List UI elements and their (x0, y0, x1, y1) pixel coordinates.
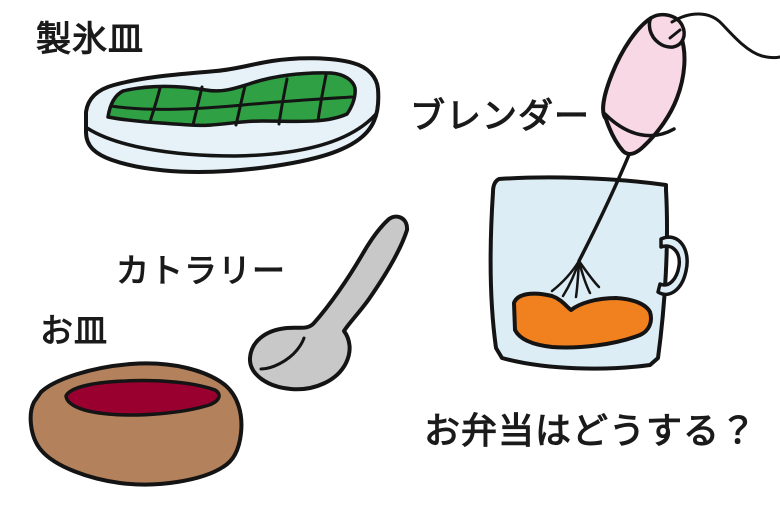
spoon-bowl-detail-line (259, 336, 306, 371)
whisk-wires (550, 259, 601, 299)
spoon-body (248, 214, 410, 392)
ice-cube-grid-lines (109, 73, 354, 127)
plate-label: お皿 (40, 312, 108, 349)
blender-label: ブレンダー (410, 97, 591, 136)
ice-tray-label: 製氷皿 (36, 20, 145, 59)
bowl-icon (28, 361, 244, 487)
ice-cube-tray-icon (84, 56, 381, 174)
mug-handle (656, 235, 689, 297)
caption-text: お弁当はどうする？ (424, 410, 758, 451)
blender-top-cap (647, 12, 686, 49)
blender-band-line (603, 112, 676, 138)
tray-rim-line (85, 112, 378, 158)
power-cord (670, 12, 780, 60)
cap-detail-line (668, 28, 682, 40)
blender-shaft (577, 148, 633, 263)
orange-liquid (512, 291, 653, 350)
hand-blender-icon (488, 12, 780, 371)
cutlery-label: カトラリー (116, 252, 286, 289)
ice-cubes-area (106, 71, 357, 128)
bowl-food (64, 378, 221, 417)
spoon-icon (248, 214, 410, 392)
